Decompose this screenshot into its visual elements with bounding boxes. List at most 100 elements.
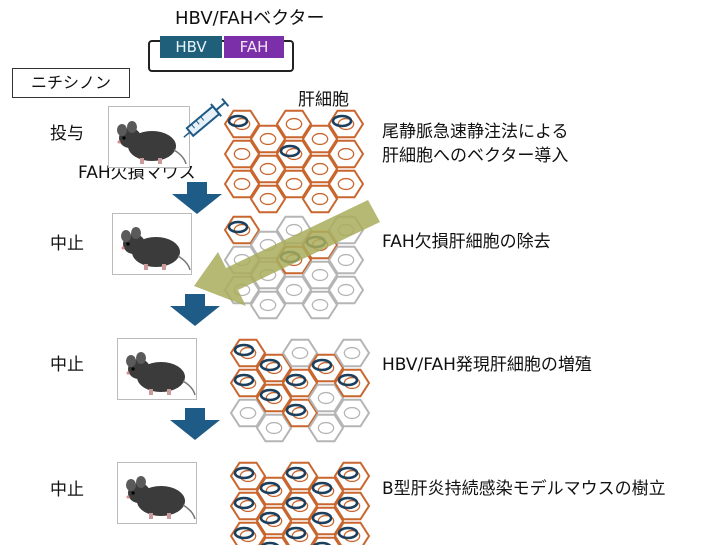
step4-cell-13-nucleus bbox=[343, 499, 361, 513]
step1-description-line2: 肝細胞へのベクター導入 bbox=[382, 146, 569, 166]
step2-cell-10 bbox=[301, 260, 339, 290]
step4-cell-7-nucleus bbox=[291, 499, 309, 513]
step1-cell-2-nucleus bbox=[233, 177, 251, 191]
step3-cell-12-nucleus bbox=[343, 346, 361, 360]
step1-cell-4 bbox=[249, 154, 287, 184]
step1-cell-1 bbox=[223, 139, 261, 169]
hepatocyte-label: 肝細胞 bbox=[298, 90, 349, 110]
step3-cell-0-nucleus bbox=[239, 346, 257, 360]
step1-cell-10-nucleus bbox=[311, 162, 329, 176]
step3-vector-0 bbox=[233, 343, 255, 357]
step3-cell-9-nucleus bbox=[317, 361, 335, 375]
step4-vector-5 bbox=[260, 541, 280, 545]
step4-cell-12-nucleus bbox=[343, 469, 361, 483]
step2-cell-13 bbox=[327, 245, 365, 275]
step1-cell-4-nucleus bbox=[259, 162, 277, 176]
step4-description: B型肝炎持続感染モデルマウスの樹立 bbox=[382, 479, 666, 499]
step3-cell-3-nucleus bbox=[265, 361, 283, 375]
step1-cell-2 bbox=[223, 169, 261, 199]
step2-cell-11-nucleus bbox=[311, 298, 329, 312]
step1-cell-13 bbox=[327, 139, 365, 169]
step4-cell-9-nucleus bbox=[317, 484, 335, 498]
step1-cell-9-nucleus bbox=[311, 132, 329, 146]
step3-cell-8-nucleus bbox=[291, 406, 309, 420]
step2-cell-14-nucleus bbox=[337, 283, 355, 297]
step4-cell-3-nucleus bbox=[265, 484, 283, 498]
step4-cell-4-nucleus bbox=[265, 514, 283, 528]
step2-cell-8 bbox=[275, 275, 313, 305]
step1-cell-5 bbox=[249, 184, 287, 214]
step1-cell-5-nucleus bbox=[259, 192, 277, 206]
step3-cell-12 bbox=[333, 338, 371, 368]
step3-cell-11 bbox=[307, 413, 345, 443]
step4-vector-2 bbox=[233, 526, 255, 540]
step2-vector-0 bbox=[227, 220, 249, 234]
step2-description: FAH欠損肝細胞の除去 bbox=[382, 232, 551, 252]
step2-cell-5 bbox=[249, 290, 287, 320]
step1-cell-6-nucleus bbox=[285, 117, 303, 131]
step1-cell-12-nucleus bbox=[337, 117, 355, 131]
step1-cell-0-nucleus bbox=[233, 117, 251, 131]
step4-vector-3 bbox=[259, 481, 281, 495]
step1-cell-14 bbox=[327, 169, 365, 199]
mouse-icon-4 bbox=[125, 475, 196, 520]
step3-cell-2-nucleus bbox=[239, 406, 257, 420]
nitisinone-header: ニチシノン bbox=[12, 68, 130, 98]
step4-drug-state: 中止 bbox=[50, 480, 84, 500]
step3-vector-3 bbox=[259, 358, 281, 372]
step2-cell-8-nucleus bbox=[285, 283, 303, 297]
step3-cell-11-nucleus bbox=[317, 421, 335, 435]
step4-vector-10 bbox=[311, 511, 333, 525]
step3-cell-14 bbox=[333, 398, 371, 428]
step2-cell-11 bbox=[301, 290, 339, 320]
step1-vector-12 bbox=[331, 114, 353, 128]
step3-vector-8 bbox=[285, 403, 307, 417]
step1-cell-3 bbox=[249, 124, 287, 154]
step1-cell-11-nucleus bbox=[311, 192, 329, 206]
step4-vector-4 bbox=[259, 511, 281, 525]
step3-drug-state: 中止 bbox=[50, 355, 84, 375]
step2-drug-state: 中止 bbox=[50, 234, 84, 254]
step1-cell-9 bbox=[301, 124, 339, 154]
vector-title: HBV/FAHベクター bbox=[175, 8, 325, 29]
step3-cell-5 bbox=[255, 413, 293, 443]
step4-vector-6 bbox=[285, 466, 307, 480]
step3-cell-6 bbox=[281, 338, 319, 368]
step3-cell-10 bbox=[307, 383, 345, 413]
step1-cell-10 bbox=[301, 154, 339, 184]
step1-cell-13-nucleus bbox=[337, 147, 355, 161]
step1-cell-8-nucleus bbox=[285, 177, 303, 191]
step4-cell-1-nucleus bbox=[239, 499, 257, 513]
step2-cell-0-nucleus bbox=[233, 223, 251, 237]
step4-vector-0 bbox=[233, 466, 255, 480]
step3-cell-2 bbox=[229, 398, 267, 428]
step2-cell-13-nucleus bbox=[337, 253, 355, 267]
step3-cell-1-nucleus bbox=[239, 376, 257, 390]
step1-cell-11 bbox=[301, 184, 339, 214]
step4-vector-9 bbox=[311, 481, 333, 495]
step1-cell-3-nucleus bbox=[259, 132, 277, 146]
mouse-icon-2 bbox=[120, 226, 191, 271]
step3-cell-14-nucleus bbox=[343, 406, 361, 420]
step4-cell-14-nucleus bbox=[343, 529, 361, 543]
step3-vector-7 bbox=[285, 373, 307, 387]
down-arrow-1 bbox=[172, 182, 222, 214]
step3-cell-13-nucleus bbox=[343, 376, 361, 390]
down-arrow-3 bbox=[170, 408, 220, 440]
syringe-icon bbox=[183, 97, 230, 138]
step3-cell-6-nucleus bbox=[291, 346, 309, 360]
step4-cell-10-nucleus bbox=[317, 514, 335, 528]
step4-vector-8 bbox=[285, 526, 307, 540]
step1-drug-state: 投与 bbox=[50, 124, 84, 144]
step3-description: HBV/FAH発現肝細胞の増殖 bbox=[382, 355, 592, 375]
step1-vector-7 bbox=[279, 144, 301, 158]
step4-vector-14 bbox=[337, 526, 359, 540]
down-arrow-2 bbox=[170, 294, 220, 326]
vector-fah-segment: FAH bbox=[224, 36, 284, 58]
step4-cell-8-nucleus bbox=[291, 529, 309, 543]
step4-cell-0-nucleus bbox=[239, 469, 257, 483]
step4-vector-12 bbox=[337, 466, 359, 480]
step1-cell-6 bbox=[275, 109, 313, 139]
step3-vector-1 bbox=[233, 373, 255, 387]
